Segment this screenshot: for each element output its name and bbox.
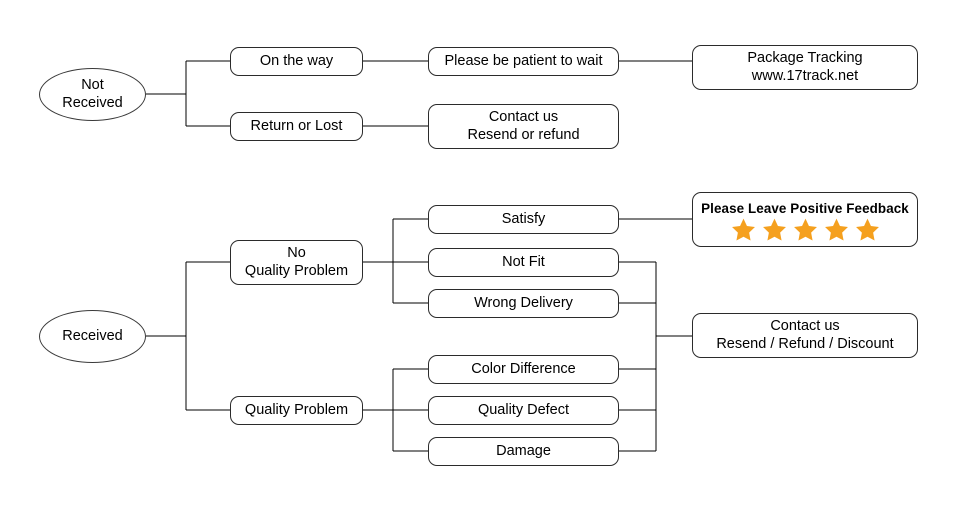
node-package-tracking-line2: www.17track.net xyxy=(751,67,859,84)
node-not-fit-label: Not Fit xyxy=(502,253,545,270)
node-not-received[interactable]: Not Received xyxy=(39,68,146,121)
node-received[interactable]: Received xyxy=(39,310,146,363)
node-no-quality-problem[interactable]: No Quality Problem xyxy=(230,240,363,285)
star-rating[interactable] xyxy=(731,217,880,242)
star-icon[interactable] xyxy=(855,217,880,242)
node-wrong-delivery-label: Wrong Delivery xyxy=(474,294,573,311)
node-damage-label: Damage xyxy=(496,442,551,459)
node-not-received-line1: Not xyxy=(81,77,104,94)
node-contact-discount-line2: Resend / Refund / Discount xyxy=(716,335,894,352)
node-no-quality-problem-line2: Quality Problem xyxy=(244,262,349,279)
node-contact-us-line2: Resend or refund xyxy=(467,126,580,143)
node-leave-positive-feedback[interactable]: Please Leave Positive Feedback xyxy=(692,192,918,247)
star-icon[interactable] xyxy=(762,217,787,242)
node-contact-us-resend-refund[interactable]: Contact us Resend or refund xyxy=(428,104,619,149)
node-package-tracking-line1: Package Tracking xyxy=(747,50,863,67)
star-icon[interactable] xyxy=(824,217,849,242)
node-please-be-patient[interactable]: Please be patient to wait xyxy=(428,47,619,76)
node-package-tracking[interactable]: Package Tracking www.17track.net xyxy=(692,45,918,90)
star-icon[interactable] xyxy=(793,217,818,242)
node-received-label: Received xyxy=(62,327,123,344)
node-not-received-line2: Received xyxy=(62,94,123,111)
node-quality-defect[interactable]: Quality Defect xyxy=(428,396,619,425)
node-satisfy[interactable]: Satisfy xyxy=(428,205,619,234)
node-return-or-lost[interactable]: Return or Lost xyxy=(230,112,363,141)
node-please-be-patient-label: Please be patient to wait xyxy=(444,52,603,69)
node-quality-problem-label: Quality Problem xyxy=(244,401,349,418)
feedback-text: Please Leave Positive Feedback xyxy=(701,200,909,216)
node-color-difference-label: Color Difference xyxy=(471,360,576,377)
node-wrong-delivery[interactable]: Wrong Delivery xyxy=(428,289,619,318)
node-contact-us-resend-refund-discount[interactable]: Contact us Resend / Refund / Discount xyxy=(692,313,918,358)
node-on-the-way-label: On the way xyxy=(259,52,334,69)
node-no-quality-problem-line1: No xyxy=(287,245,306,262)
node-quality-defect-label: Quality Defect xyxy=(477,401,570,418)
node-return-or-lost-label: Return or Lost xyxy=(250,117,343,134)
node-satisfy-label: Satisfy xyxy=(501,210,546,227)
node-on-the-way[interactable]: On the way xyxy=(230,47,363,76)
node-contact-discount-line1: Contact us xyxy=(770,318,840,335)
node-damage[interactable]: Damage xyxy=(428,437,619,466)
node-color-difference[interactable]: Color Difference xyxy=(428,355,619,384)
node-contact-us-line1: Contact us xyxy=(488,109,559,126)
node-quality-problem[interactable]: Quality Problem xyxy=(230,396,363,425)
star-icon[interactable] xyxy=(731,217,756,242)
node-not-fit[interactable]: Not Fit xyxy=(428,248,619,277)
